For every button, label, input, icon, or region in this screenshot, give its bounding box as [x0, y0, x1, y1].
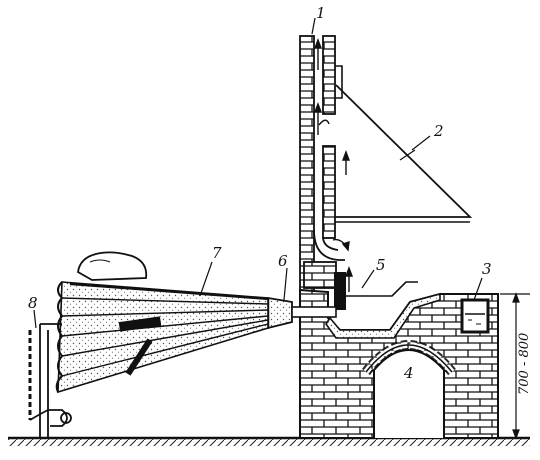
label-water-tank: 3 — [482, 260, 492, 278]
height-dimension-text: 700 - 800 — [517, 333, 532, 395]
hood — [335, 84, 473, 223]
label-bellows: 7 — [212, 244, 222, 262]
bellows — [55, 251, 269, 394]
label-firebox: 4 — [403, 364, 414, 382]
chimney-wall — [299, 35, 345, 297]
label-hood: 2 — [433, 122, 444, 140]
label-chain: 8 — [28, 294, 38, 312]
smoke-flow-arrows — [313, 38, 354, 292]
label-chimney: 1 — [316, 4, 326, 22]
bellows-support-and-chain — [28, 323, 72, 438]
label-hearth: 5 — [376, 256, 386, 274]
leader-lines — [33, 17, 483, 329]
height-dimension — [500, 292, 530, 440]
forge-body — [299, 261, 499, 439]
ground — [8, 436, 530, 446]
label-nozzle: 6 — [278, 252, 288, 270]
